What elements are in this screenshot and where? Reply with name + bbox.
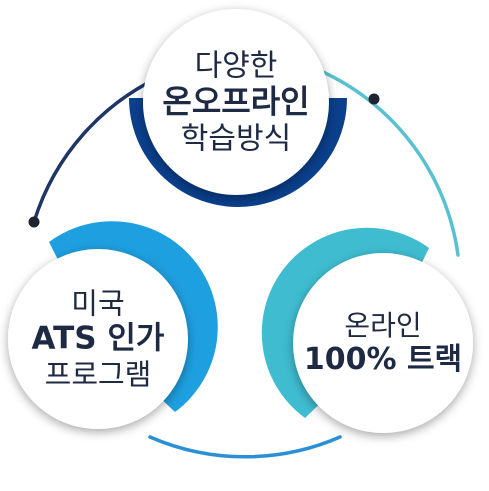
node-right-label: 온라인 100% 트랙 [304,309,462,377]
node-top-circle [143,9,329,195]
node-left-line-1: 미국 [71,286,125,321]
connector-dot-right [368,93,380,105]
arc-top-to-right [312,66,460,257]
connector-dot-left [28,216,40,228]
arc-left-to-top [32,72,168,224]
node-top [129,9,347,207]
node-right-line-1: 온라인 [344,308,422,342]
node-left-line-3: 프로그램 [44,357,152,392]
node-left-line-2: ATS 인가 [31,320,165,357]
node-right-circle [293,253,473,433]
node-left [8,221,218,429]
arc-right-to-left [148,435,342,459]
node-left-label: 미국 ATS 인가 프로그램 [32,286,165,391]
node-left-circle [8,249,188,429]
node-right [261,227,473,433]
node-top-label: 다양한 온오프라인 학습방식 [162,49,309,158]
node-top-line-2: 온오프라인 [162,83,310,122]
node-top-line-3: 학습방식 [180,121,292,157]
node-right-line-2: 100% 트랙 [303,341,463,377]
node-top-line-1: 다양한 [194,48,278,84]
